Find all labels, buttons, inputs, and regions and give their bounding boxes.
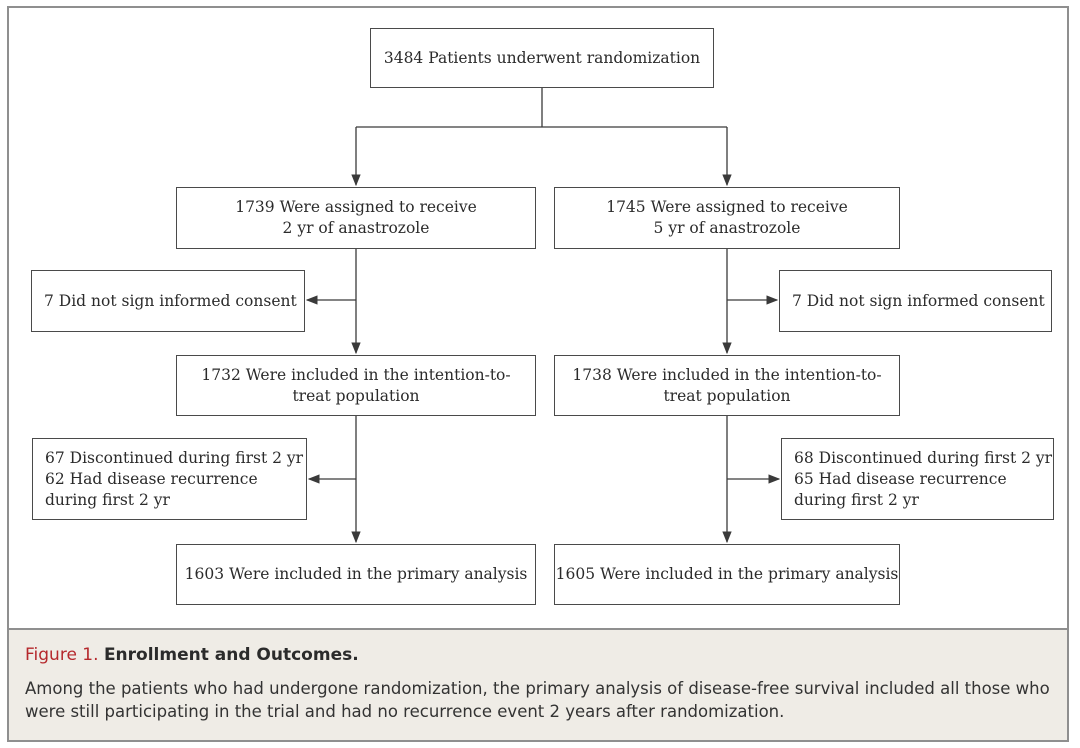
- left-primary-analysis-text: 1603 Were included in the primary analys…: [184, 565, 528, 583]
- left-assigned-box: 1739 Were assigned to receive 2 yr of an…: [176, 187, 536, 249]
- figure-heading: Enrollment and Outcomes.: [103, 645, 359, 665]
- left-consent-exclusion-text: 7 Did not sign informed consent: [44, 291, 297, 310]
- figure-caption: Figure 1. Enrollment and Outcomes. Among…: [9, 628, 1067, 740]
- right-assigned-box: 1745 Were assigned to receive 5 yr of an…: [554, 187, 900, 249]
- figure-label: Figure 1.: [25, 645, 99, 665]
- left-itt-text: 1732 Were included in the intention-to- …: [201, 365, 511, 405]
- left-assigned-text: 1739 Were assigned to receive 2 yr of an…: [235, 198, 477, 237]
- left-followup-exclusion-box: 67 Discontinued during first 2 yr 62 Had…: [32, 438, 307, 520]
- right-primary-analysis-text: 1605 Were included in the primary analys…: [555, 565, 899, 583]
- randomization-text: 3484 Patients underwent randomization: [383, 48, 701, 67]
- flow-connectors: [305, 88, 781, 544]
- caption-body: Among the patients who had undergone ran…: [25, 679, 1050, 721]
- flow-diagram: 3484 Patients underwent randomization 17…: [31, 28, 1054, 605]
- right-itt-box: 1738 Were included in the intention-to- …: [554, 355, 900, 416]
- right-followup-exclusion-box: 68 Discontinued during first 2 yr 65 Had…: [781, 438, 1054, 520]
- right-followup-exclusion-text: 68 Discontinued during first 2 yr 65 Had…: [794, 448, 1053, 509]
- randomization-box: 3484 Patients underwent randomization: [370, 28, 714, 88]
- caption-title: Figure 1. Enrollment and Outcomes.: [25, 645, 359, 665]
- right-consent-exclusion-box: 7 Did not sign informed consent: [779, 270, 1052, 332]
- right-assigned-text: 1745 Were assigned to receive 5 yr of an…: [606, 198, 848, 237]
- right-primary-analysis-box: 1605 Were included in the primary analys…: [554, 544, 900, 605]
- right-itt-text: 1738 Were included in the intention-to- …: [572, 365, 882, 405]
- left-consent-exclusion-box: 7 Did not sign informed consent: [31, 270, 305, 332]
- right-consent-exclusion-text: 7 Did not sign informed consent: [792, 291, 1045, 310]
- left-followup-exclusion-text: 67 Discontinued during first 2 yr 62 Had…: [45, 448, 304, 509]
- left-primary-analysis-box: 1603 Were included in the primary analys…: [176, 544, 536, 605]
- left-itt-box: 1732 Were included in the intention-to- …: [176, 355, 536, 416]
